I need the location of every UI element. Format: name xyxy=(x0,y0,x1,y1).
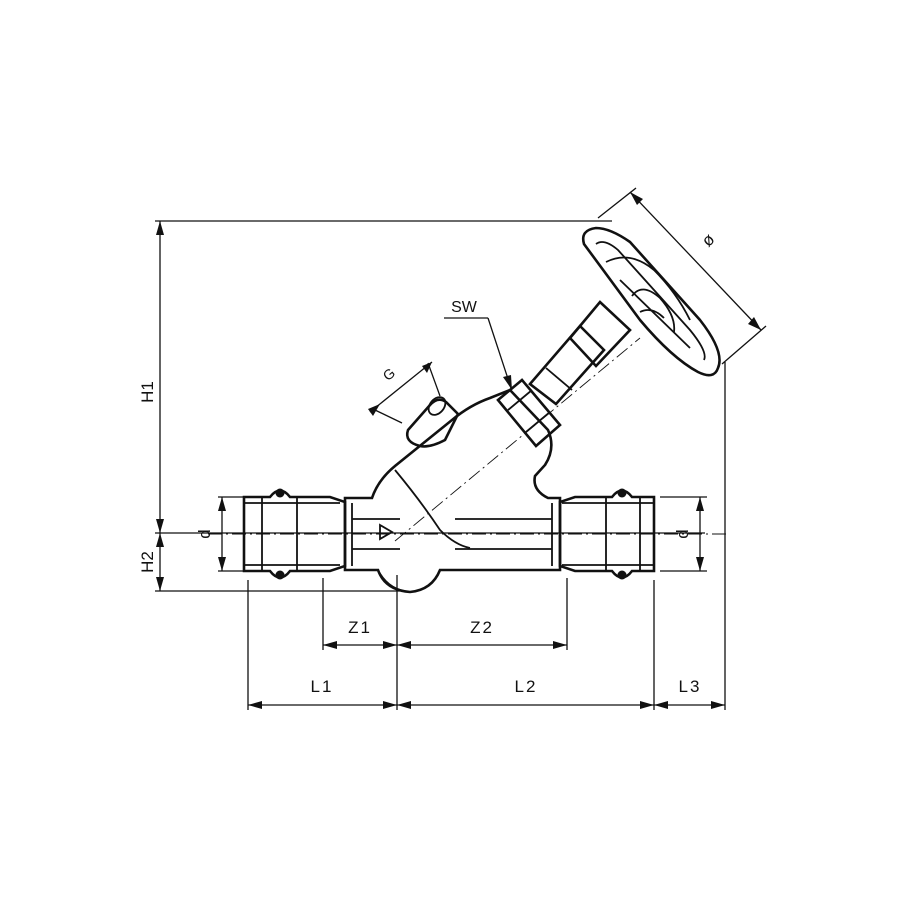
label-l1: L1 xyxy=(311,677,334,696)
dimension-l2 xyxy=(397,701,654,709)
dimension-z2 xyxy=(397,641,567,649)
sw-leader xyxy=(444,317,512,390)
side-port xyxy=(405,396,460,448)
label-z2: Z2 xyxy=(470,618,494,637)
label-l3: L3 xyxy=(679,677,702,696)
bonnet xyxy=(496,378,562,448)
dimension-h2 xyxy=(156,533,164,591)
dimension-h1 xyxy=(156,221,164,533)
dimension-g xyxy=(368,361,433,416)
label-z1: Z1 xyxy=(348,618,372,637)
center-lines xyxy=(208,337,730,542)
stem xyxy=(528,300,632,406)
dimension-labels: H1 H2 d d Z1 Z2 L1 L2 L3 SW G ø xyxy=(138,230,719,696)
label-h1: H1 xyxy=(138,381,157,403)
valve-body xyxy=(343,388,562,594)
handwheel xyxy=(581,226,721,377)
label-diameter: ø xyxy=(698,230,719,251)
extension-lines xyxy=(155,187,767,710)
label-d-left: d xyxy=(195,529,214,538)
dimension-diameter xyxy=(629,191,762,331)
label-l2: L2 xyxy=(515,677,538,696)
label-g: G xyxy=(379,365,398,384)
label-d-right: d xyxy=(673,529,692,538)
dimension-l1 xyxy=(248,701,397,709)
dimension-z1 xyxy=(323,641,397,649)
label-sw: SW xyxy=(451,299,478,316)
dimension-l3 xyxy=(654,701,725,709)
label-h2: H2 xyxy=(138,551,157,573)
